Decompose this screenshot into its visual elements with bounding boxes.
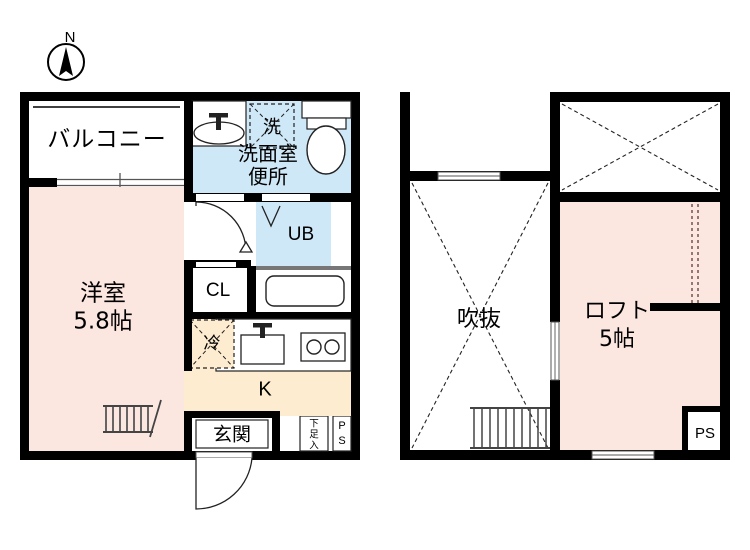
balcony-label: バルコニー bbox=[47, 127, 167, 153]
loft-wall-left bbox=[400, 92, 410, 460]
wall-stub-balcony-left bbox=[29, 178, 57, 187]
toilet-label: 便所 bbox=[248, 165, 288, 189]
loft-wall-void-divider-lower bbox=[550, 380, 560, 450]
wall-closet-left bbox=[184, 260, 193, 312]
pipe-space-loft-wall-left bbox=[682, 406, 688, 450]
loft-wall-void-divider-upper bbox=[550, 202, 560, 322]
bathtub-fixture bbox=[265, 275, 345, 307]
loft-size-label: 5帖 bbox=[599, 327, 635, 352]
loft-wall-upper-box-bottom bbox=[550, 192, 730, 202]
entrance-area bbox=[192, 418, 272, 451]
pipe-space-1f-label-1: P bbox=[338, 420, 345, 432]
wall-entrance-right bbox=[272, 411, 280, 451]
room-door-swing bbox=[195, 201, 254, 253]
loft-divider-opening bbox=[550, 321, 560, 381]
closet-door-opening bbox=[196, 262, 236, 267]
entrance-label: 玄関 bbox=[213, 424, 251, 446]
refrigerator-space bbox=[189, 319, 235, 369]
wall-entrance-left bbox=[184, 411, 192, 451]
unit-bath-label: UB bbox=[288, 224, 314, 245]
wall-room-water-upper bbox=[184, 101, 193, 202]
stairs-symbol-1f bbox=[103, 399, 162, 438]
void-top-window bbox=[437, 171, 501, 181]
loft-wall-stub bbox=[650, 303, 720, 311]
loft-bottom-window bbox=[591, 450, 655, 460]
first-floor-plan: バルコニー 洋室 5.8帖 bbox=[20, 92, 360, 510]
north-label: N bbox=[65, 29, 76, 46]
loft-ladder-hatch bbox=[691, 204, 699, 305]
loft-wall-right bbox=[720, 92, 730, 460]
loft-wall-upper-box-left bbox=[550, 92, 560, 202]
balcony-area bbox=[29, 101, 184, 181]
room-size-label: 5.8帖 bbox=[73, 309, 133, 335]
void-label: 吹抜 bbox=[457, 307, 501, 332]
kitchen-stove-fixture bbox=[300, 332, 346, 362]
loft-wall-left-top bbox=[400, 92, 410, 181]
pipe-space-loft-label: PS bbox=[695, 425, 715, 442]
wall-ub-bottom bbox=[256, 266, 351, 270]
unit-bath-area bbox=[256, 202, 331, 266]
toilet-fixture bbox=[301, 100, 352, 175]
pipe-space-loft bbox=[688, 412, 720, 450]
washing-machine-space bbox=[249, 103, 295, 149]
pipe-space-1f-label-2: S bbox=[338, 435, 345, 447]
door-opening-ub bbox=[262, 194, 310, 201]
wall-closet-right bbox=[247, 266, 256, 312]
shoebox-label-1: 下 bbox=[309, 419, 319, 430]
kitchen-sink-fixture bbox=[240, 323, 285, 365]
loft-floor-plan: 吹抜 bbox=[400, 92, 730, 460]
loft-wall-bottom bbox=[400, 450, 730, 460]
entrance-door-swing bbox=[195, 451, 253, 510]
laundry-label: 洗 bbox=[263, 117, 281, 138]
upper-void-x1 bbox=[561, 103, 719, 191]
kitchen-label: K bbox=[258, 378, 272, 400]
upper-void-x2 bbox=[561, 103, 719, 191]
closet-area bbox=[184, 266, 251, 312]
entrance-step-outline bbox=[195, 419, 269, 449]
washroom-label: 洗面室 bbox=[238, 142, 298, 166]
wall-kitchen-left-upper bbox=[184, 319, 192, 371]
loft-name-label: ロフト bbox=[584, 299, 650, 324]
fridge-label: 冷 bbox=[204, 334, 221, 354]
north-arrow-icon: N bbox=[47, 29, 85, 81]
wall-entrance-top bbox=[184, 411, 280, 418]
door-opening-washroom bbox=[196, 194, 244, 201]
room-name-label: 洋室 bbox=[80, 281, 126, 307]
stairs-symbol-loft bbox=[470, 407, 550, 449]
loft-wall-top-right bbox=[550, 92, 730, 102]
ub-door-mark bbox=[261, 205, 281, 228]
shoebox-label-2: 足 bbox=[309, 430, 319, 441]
upper-void-box bbox=[560, 102, 720, 192]
pipe-space-loft-wall-top bbox=[682, 406, 720, 412]
closet-label: CL bbox=[206, 280, 230, 301]
shoebox-label-3: 入 bbox=[309, 441, 319, 452]
void-x2 bbox=[411, 182, 549, 449]
wall-kitchen-top bbox=[184, 312, 351, 319]
ub-side-strip bbox=[331, 202, 351, 266]
kitchen-floor-fill-lower bbox=[280, 411, 351, 416]
washbasin-fixture bbox=[191, 100, 247, 147]
